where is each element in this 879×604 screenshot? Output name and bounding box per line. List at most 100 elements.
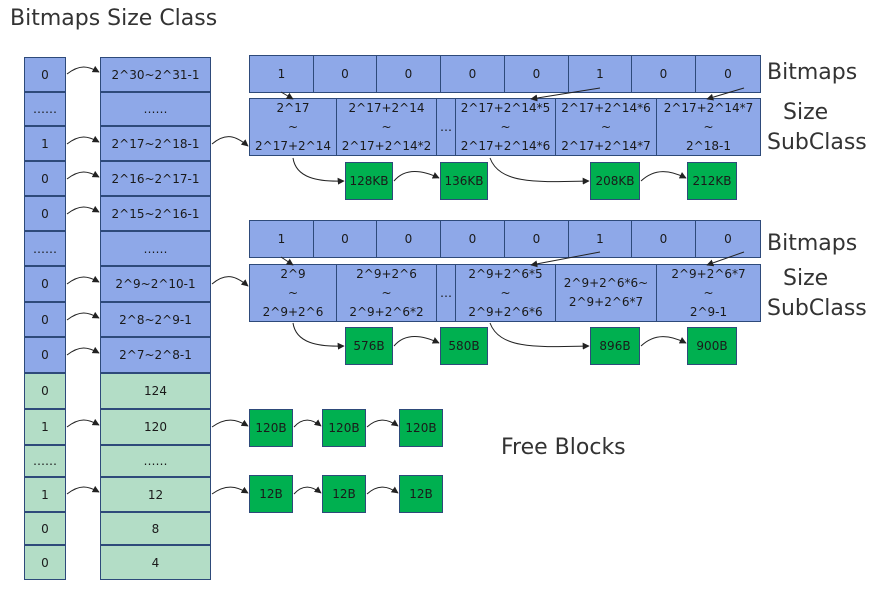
left-bitmap-cell: 1 [24, 126, 66, 161]
left-bitmap-cell: 1 [24, 477, 66, 512]
group1-subclass-cell: 2^17+2^14 ~ 2^17+2^14*2 [336, 98, 437, 156]
free-link-arrow [366, 419, 399, 428]
group1-subclass-cell: 2^17+2^14*5 ~ 2^17+2^14*6 [455, 98, 556, 156]
size-class-cell: 2^16~2^17-1 [100, 161, 211, 196]
size-class-cell: 8 [100, 512, 211, 545]
size-class-cell: 4 [100, 545, 211, 580]
group2-block: 896B [590, 327, 640, 365]
size-class-cell: 2^7~2^8-1 [100, 337, 211, 373]
subclass-line: ~ [500, 285, 511, 300]
class-to-freelist-arrow [211, 419, 249, 428]
subclass-line: ~ [287, 119, 299, 134]
class-to-subclass-arrow [211, 136, 249, 147]
subclass-line: 2^9+2^6*7 [568, 295, 644, 309]
size-class-cell: 2^15~2^16-1 [100, 196, 211, 231]
size-class-cell: 2^17~2^18-1 [100, 126, 211, 161]
subclass-line: 2^9+2^6*5 [468, 266, 543, 281]
group2-block: 580B [440, 327, 488, 365]
left-bitmap-cell: …… [24, 445, 66, 477]
left-bitmap-cell: 0 [24, 57, 66, 92]
subclass-line: ~ [703, 119, 714, 134]
group1-bitmap-cell: 0 [313, 55, 377, 93]
left-bitmap-cell: 0 [24, 337, 66, 373]
group1-bitmap-cell: 0 [631, 55, 696, 93]
bitmap-to-class-arrow [66, 135, 100, 145]
group2-block: 900B [687, 327, 737, 365]
bitmap-to-class-arrow [66, 485, 100, 495]
size-class-cell: 2^8~2^9-1 [100, 302, 211, 337]
bitmap-to-class-arrow [66, 275, 100, 285]
free-blocks-label: Free Blocks [501, 435, 626, 460]
group2-subclass-label-1: Size [783, 266, 829, 291]
group2-bitmap-cell: 0 [631, 220, 696, 258]
left-bitmap-cell: 1 [24, 409, 66, 445]
size-class-cell: 2^9~2^10-1 [100, 266, 211, 302]
group2-bitmap-cell: 0 [695, 220, 761, 258]
group1-subclass-cell: … [436, 98, 456, 156]
bitmap-to-class-arrow [66, 205, 100, 215]
size-class-cell: 2^30~2^31-1 [100, 57, 211, 92]
block-link-arrow [640, 336, 687, 347]
left-bitmap-cell: 0 [24, 545, 66, 580]
subclass-line: 2^17+2^14*2 [341, 138, 432, 153]
bitmap-to-class-arrow [66, 65, 100, 75]
group2-subclass-cell: 2^9 ~ 2^9+2^6 [249, 264, 337, 322]
class-to-freelist-arrow [211, 486, 249, 495]
group2-bitmap-cell: 0 [313, 220, 377, 258]
left-bitmap-cell: 0 [24, 302, 66, 337]
size-class-cell: 12 [100, 477, 211, 512]
subclass-line: 2^17 [276, 100, 310, 115]
block-link-arrow [640, 171, 687, 182]
subclass-line: 2^17+2^14*6 [561, 100, 651, 115]
free-block-12: 12B [322, 475, 366, 513]
group1-subclass-label-1: Size [783, 100, 829, 125]
bitmap-to-class-arrow [66, 170, 100, 180]
group1-bitmap-cell: 0 [695, 55, 761, 93]
group1-bitmaps-label: Bitmaps [767, 60, 858, 85]
free-link-arrow [293, 486, 322, 495]
bitmap-to-class-arrow [66, 311, 100, 321]
subclass-line: 2^17+2^14 [348, 100, 425, 115]
subclass-line: 2^9+2^6*7 [671, 266, 746, 281]
group2-bitmap-cell: 0 [376, 220, 441, 258]
subclass-line: ~ [600, 119, 612, 134]
group1-block: 128KB [345, 162, 393, 200]
group2-bitmap-cell: 0 [504, 220, 569, 258]
subclass-line: ~ [287, 285, 299, 300]
group1-subclass-label-2: SubClass [767, 130, 867, 155]
size-class-cell: …… [100, 92, 211, 126]
bitmap-to-class-arrow [66, 418, 100, 428]
block-link-arrow [393, 336, 440, 347]
free-block-120: 120B [249, 409, 293, 447]
subclass-line: 2^9+2^6*2 [349, 304, 424, 319]
free-block-120: 120B [322, 409, 366, 447]
group2-block: 576B [345, 327, 393, 365]
left-bitmap-cell: …… [24, 92, 66, 126]
class-to-subclass-arrow [211, 276, 249, 287]
group2-subclass-cell: 2^9+2^6 ~ 2^9+2^6*2 [336, 264, 437, 322]
size-class-cell: …… [100, 445, 211, 477]
group1-bitmap-cell: 0 [504, 55, 569, 93]
subclass-line: ~ [381, 119, 392, 134]
group1-bitmap-cell: 0 [376, 55, 441, 93]
group1-bitmap-cell: 1 [568, 55, 632, 93]
subclass-line: ~ [381, 285, 392, 300]
group2-subclass-label-2: SubClass [767, 296, 867, 321]
group2-bitmap-cell: 0 [440, 220, 505, 258]
subclass-line: 2^17+2^14 [255, 138, 331, 153]
subclass-to-block-arrow [292, 322, 345, 350]
subclass-line: 2^9-1 [689, 304, 728, 319]
subclass-line: 2^17+2^14*7 [561, 138, 651, 153]
diagram-title: Bitmaps Size Class [10, 6, 218, 31]
subclass-line: 2^18-1 [686, 138, 731, 153]
left-bitmap-cell: 0 [24, 266, 66, 302]
group2-subclass-cell: 2^9+2^6*5 ~ 2^9+2^6*6 [455, 264, 556, 322]
free-link-arrow [293, 419, 322, 428]
group1-bitmap-cell: 0 [440, 55, 505, 93]
subclass-line: 2^17+2^14*5 [460, 100, 551, 115]
group1-block: 212KB [687, 162, 737, 200]
subclass-line: 2^17+2^14*7 [663, 100, 754, 115]
subclass-line: 2^17+2^14*6 [460, 138, 551, 153]
subclass-line: ~ [703, 285, 714, 300]
